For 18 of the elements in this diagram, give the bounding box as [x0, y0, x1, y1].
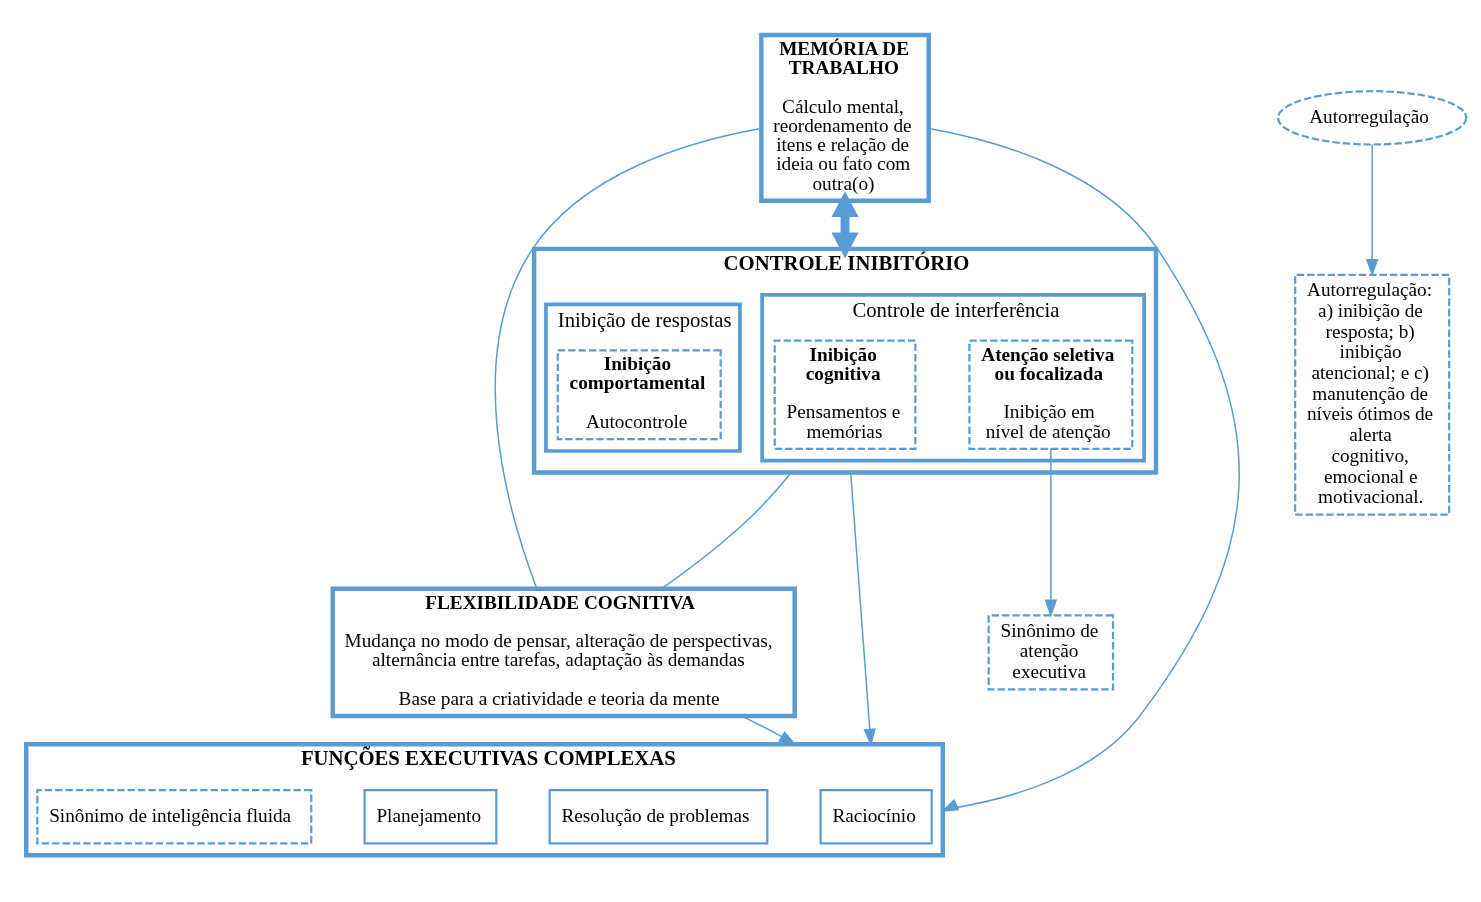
arrow — [928, 127, 1240, 813]
node-box: MEMÓRIA DE TRABALHO Cálculo mental, reordenamento de itens e relação de ideia ou fato com outra(o) — [759, 32, 931, 203]
node-box: Sinônimo de atenção executiva — [987, 614, 1115, 691]
node-box: Planejamento — [363, 788, 498, 845]
node-box: Autorregulação: a) inibição de resposta; b) inibição atencional; e c) manutenção de níveis ótimos de alerta cognitivo, emocional e motivacional. — [1294, 273, 1451, 516]
node-box: Atenção seletiva ou focalizada Inibição em nível de atenção — [968, 339, 1134, 450]
node-box: Resolução de problemas — [548, 788, 769, 845]
node-box: Raciocínio — [819, 788, 933, 845]
node-box: Sinônimo de inteligência fluida — [36, 788, 313, 845]
arrow — [1365, 143, 1379, 277]
node-ellipse: Autorregulação — [1276, 90, 1468, 146]
connector — [661, 471, 792, 590]
arrow — [1044, 448, 1058, 618]
node-box: FLEXIBILIDADE COGNITIVA Mudança no modo de pensar, alteração de perspectivas, alternância entre tarefas, adaptação às demandas Base para a criatividade e teoria da mente — [330, 586, 797, 719]
arrow — [831, 191, 859, 259]
connector — [494, 127, 762, 590]
node-box: Inibição comportamental Autocontrole — [556, 349, 722, 441]
node-box: Inibição cognitiva Pensamentos e memórias — [773, 339, 917, 450]
